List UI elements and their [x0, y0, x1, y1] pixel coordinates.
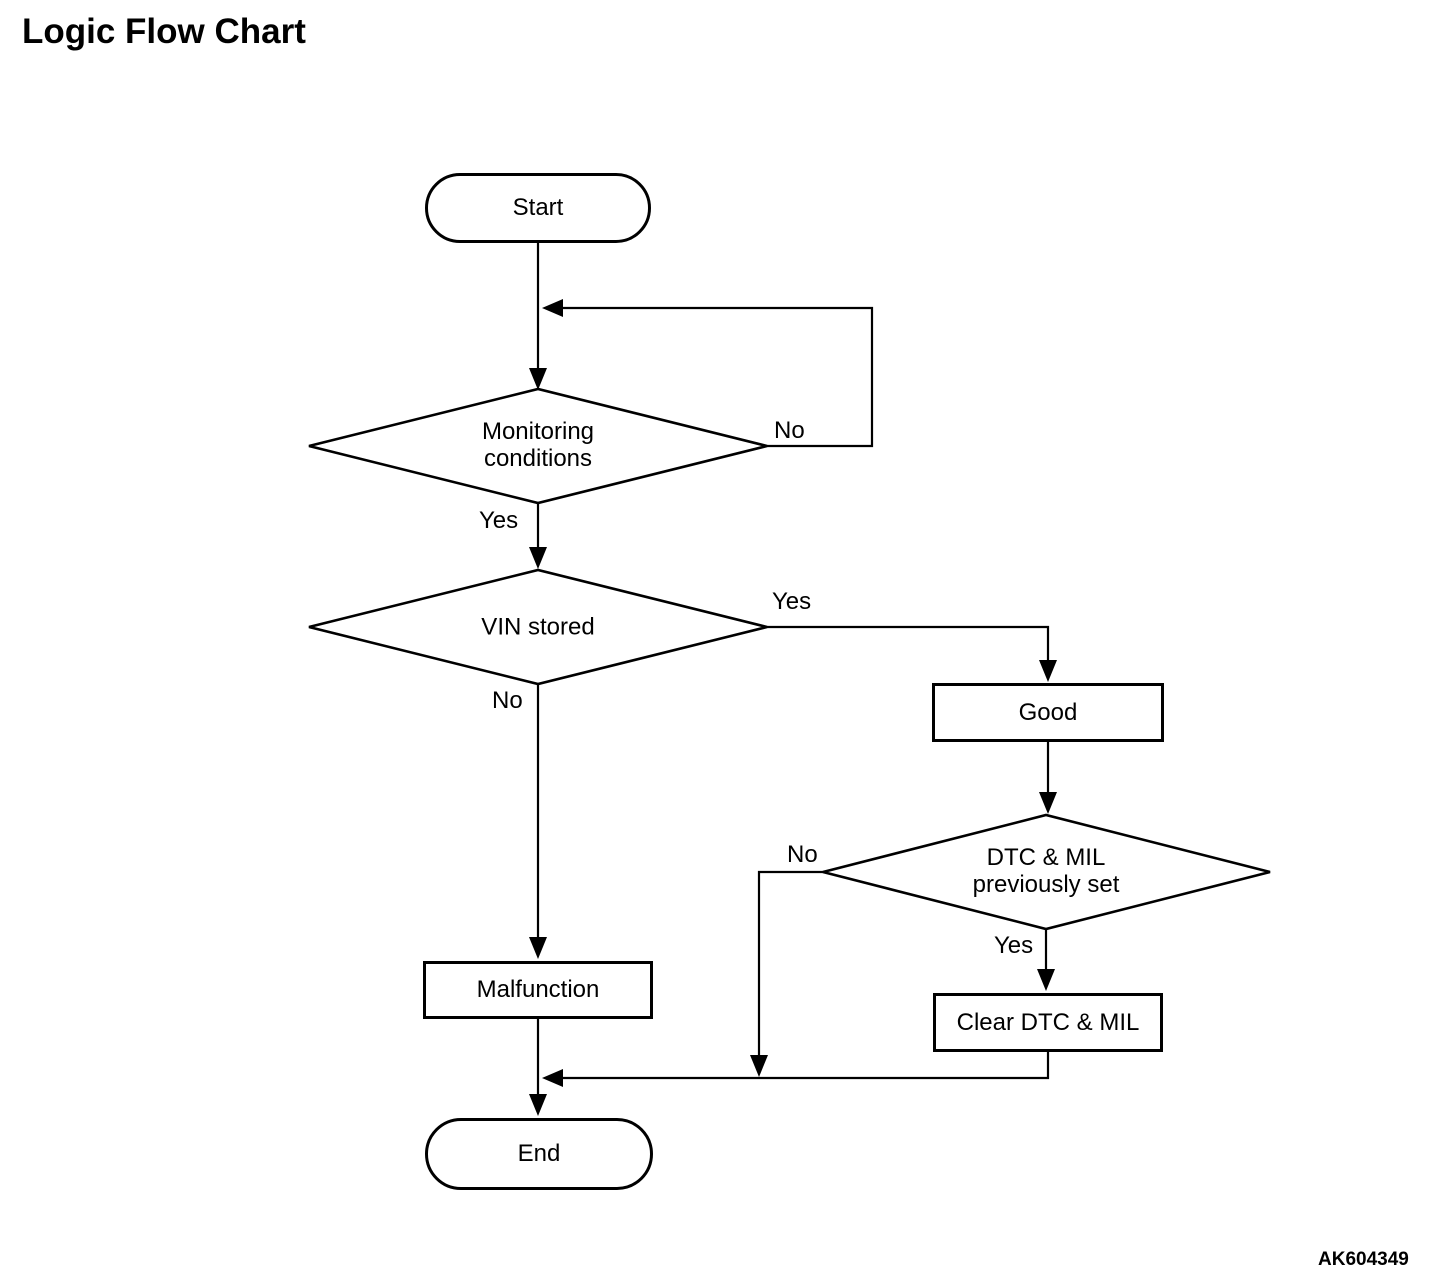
node-monitoring-label: Monitoring conditions: [481, 418, 595, 472]
node-good: Good: [932, 683, 1164, 742]
edge-line: [563, 1052, 1050, 1080]
edge-dtc-no-to-junction: [750, 870, 823, 1077]
arrowhead-down-icon: [529, 368, 547, 390]
node-dtc-mil-label: DTC & MIL previously set: [972, 844, 1120, 898]
edge-start-to-monitoring: [529, 243, 547, 390]
edge-monitoring-yes-to-vin: [529, 504, 547, 569]
node-shape-monitoring-diamond: [308, 387, 768, 505]
edge-label-vin-no: No: [492, 687, 523, 714]
arrowhead-down-icon: [1039, 792, 1057, 814]
node-malfunction: Malfunction: [423, 961, 653, 1019]
node-shape-vin-diamond: [308, 568, 768, 686]
node-start: Start: [425, 173, 651, 243]
node-vin-stored-label: VIN stored: [481, 613, 595, 641]
edge-label-monitoring-no: No: [774, 417, 805, 444]
edge-line: [757, 870, 823, 1056]
node-clear-dtc-mil: Clear DTC & MIL: [933, 993, 1163, 1052]
edge-good-to-dtc: [1039, 742, 1057, 814]
edge-vin-yes-to-good: [767, 625, 1057, 682]
arrowhead-down-icon: [529, 1094, 547, 1116]
edge-line: [563, 306, 874, 448]
edge-clear-to-junction: [542, 1052, 1050, 1087]
arrowhead-left-icon: [542, 1069, 563, 1087]
edge-label-vin-yes: Yes: [772, 588, 812, 615]
edge-dtc-yes-to-clear: [1037, 930, 1055, 991]
arrowhead-down-icon: [1039, 660, 1057, 682]
node-shape-dtc-diamond: [822, 813, 1271, 931]
edge-label-monitoring-yes: Yes: [479, 507, 519, 534]
arrowhead-down-icon: [529, 937, 547, 959]
edge-monitoring-no-loop: [542, 299, 874, 448]
arrowhead-left-icon: [542, 299, 563, 317]
page-title: Logic Flow Chart: [22, 12, 306, 51]
arrowhead-down-icon: [1037, 969, 1055, 991]
edge-label-dtc-no: No: [787, 841, 818, 868]
arrowhead-down-icon: [750, 1055, 768, 1077]
node-end: End: [425, 1118, 653, 1190]
arrowhead-down-icon: [529, 547, 547, 569]
edge-malfunction-to-end: [529, 1019, 547, 1116]
edge-vin-no-to-malfunction: [529, 685, 547, 959]
edge-label-dtc-yes: Yes: [994, 932, 1034, 959]
edge-line: [767, 625, 1050, 661]
figure-code: AK604349: [1318, 1249, 1409, 1270]
